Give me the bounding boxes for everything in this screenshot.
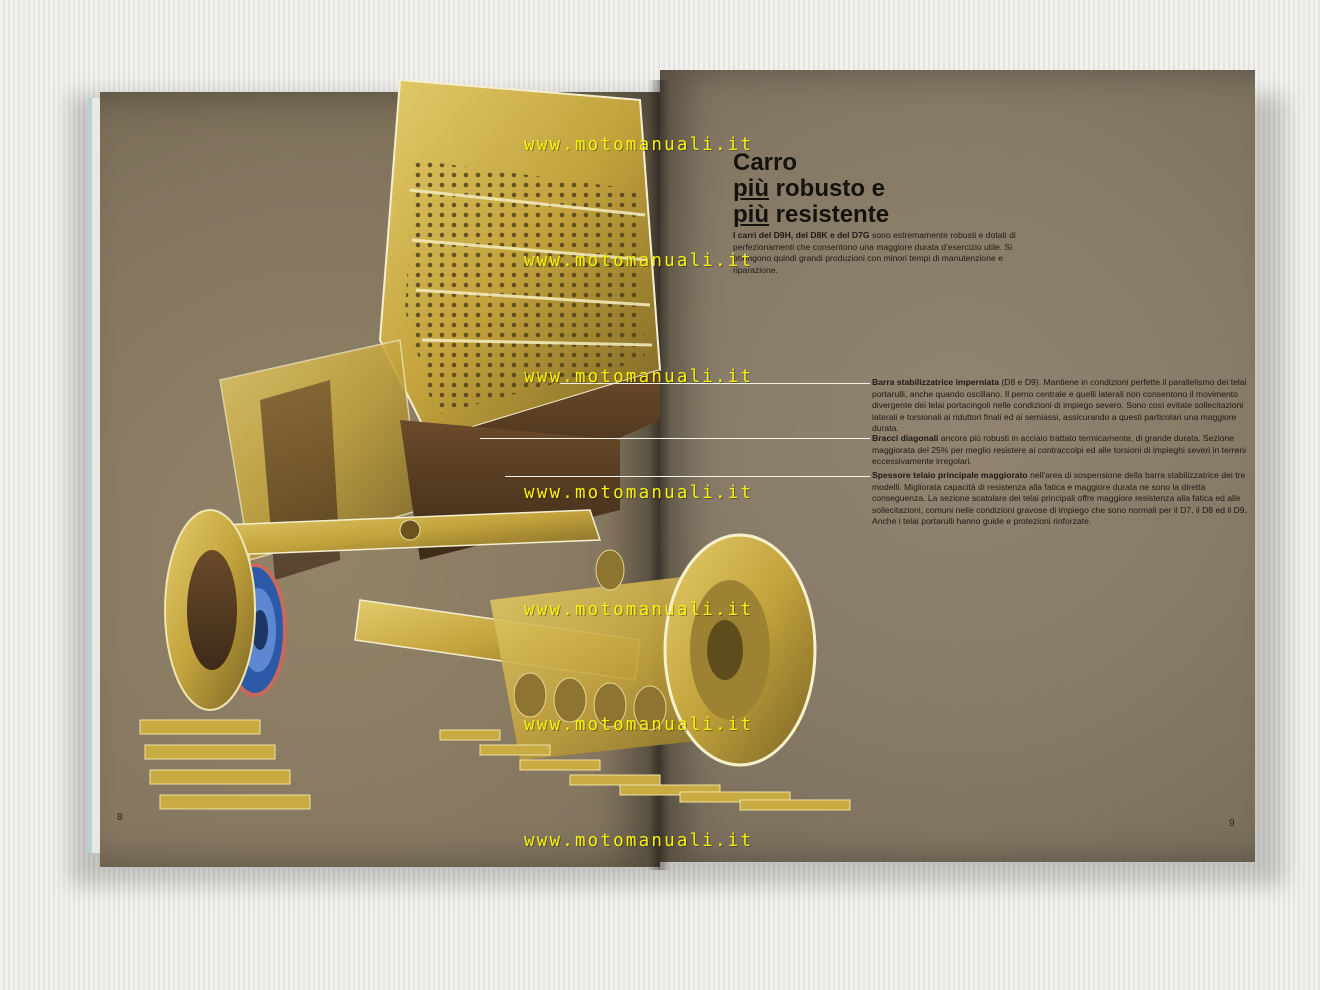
intro-text: sono estremamente robusti e dotati di pe… xyxy=(733,230,1016,275)
leader-line-1 xyxy=(560,383,870,384)
track-shoes xyxy=(139,719,851,811)
title-line-1: Carro xyxy=(733,149,798,176)
watermark-4: www.motomanuali.it xyxy=(524,483,754,503)
title-line-2: più robusto e xyxy=(733,176,1033,202)
watermark-7: www.motomanuali.it xyxy=(524,831,754,851)
leader-line-3 xyxy=(505,476,870,477)
title-line-2-prefix: più xyxy=(733,175,769,202)
watermark-5: www.motomanuali.it xyxy=(524,600,754,620)
feature-2-text: ancora più robusti in acciaio trattato t… xyxy=(872,433,1247,466)
title-line-3-prefix: più xyxy=(733,201,769,228)
feature-diagonal-arms: Bracci diagonali ancora più robusti in a… xyxy=(872,433,1247,468)
watermark-6: www.motomanuali.it xyxy=(524,715,754,735)
page-number-right: 9 xyxy=(1229,818,1235,829)
page-title: Carro più robusto e più resistente xyxy=(733,150,1033,228)
title-line-3-rest: resistente xyxy=(769,201,890,228)
feature-3-heading: Spessore telaio principale maggiorato xyxy=(872,470,1028,480)
feature-2-heading: Bracci diagonali xyxy=(872,433,939,443)
title-line-2-rest: robusto e xyxy=(769,175,886,202)
page-number-left: 8 xyxy=(117,812,123,823)
title-line-3: più resistente xyxy=(733,202,1033,228)
intro-paragraph: I carri del D9H, del D8K e del D7G sono … xyxy=(733,230,1033,276)
sprocket xyxy=(164,509,256,711)
front-idler xyxy=(663,533,817,767)
leader-line-2 xyxy=(480,438,870,439)
watermark-2: www.motomanuali.it xyxy=(524,251,754,271)
feature-1-heading: Barra stabilizzatrice imperniata xyxy=(872,377,1000,387)
tractor-undercarriage-illustration xyxy=(139,78,851,811)
watermark-1: www.motomanuali.it xyxy=(524,135,754,155)
feature-main-frame: Spessore telaio principale maggiorato ne… xyxy=(872,470,1247,528)
intro-bold: I carri del D9H, del D8K e del D7G xyxy=(733,230,870,240)
feature-1-text: (D8 e D9). Mantiene in condizioni perfet… xyxy=(872,377,1247,433)
watermark-3: www.motomanuali.it xyxy=(524,367,754,387)
feature-stabilizer-bar: Barra stabilizzatrice imperniata (D8 e D… xyxy=(872,377,1247,435)
feature-3-text: nell'area di sospensione della barra sta… xyxy=(872,470,1247,526)
